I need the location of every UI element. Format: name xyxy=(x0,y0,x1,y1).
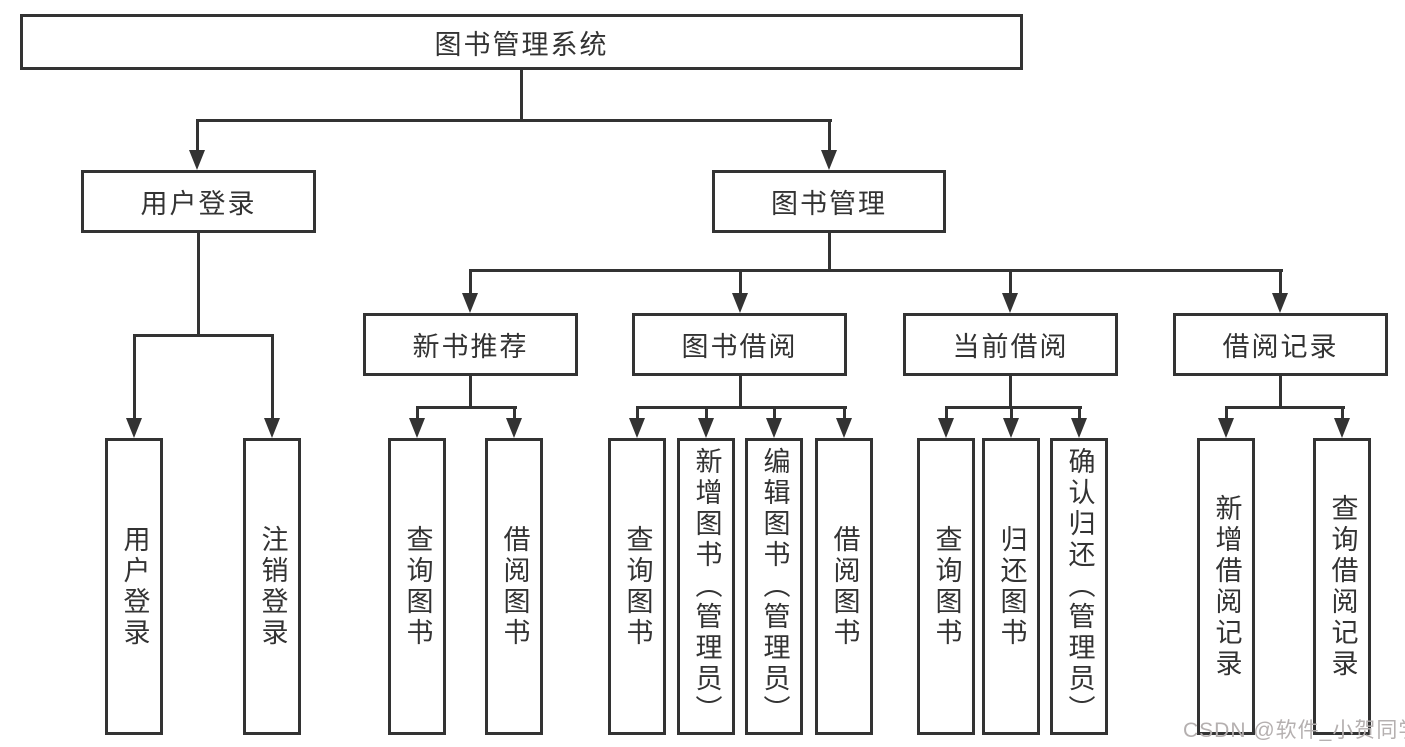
connector-leaf-query-recommend-drop xyxy=(416,406,419,422)
connector-recommend-drop xyxy=(469,269,472,297)
arrowhead-leaf-query-record xyxy=(1334,418,1350,438)
leaf-add-borrow-record: 新增借阅记录 xyxy=(1197,438,1255,735)
node-book-borrow: 图书借阅 xyxy=(632,313,847,376)
leaf-add-borrow-record-label: 新增借阅记录 xyxy=(1211,493,1242,680)
leaf-query-books-borrow: 查询图书 xyxy=(608,438,666,735)
arrowhead-book-mgmt xyxy=(821,150,837,170)
arrowhead-leaf-borrow-books xyxy=(836,418,852,438)
leaf-borrow-books-recommend: 借阅图书 xyxy=(485,438,543,735)
leaf-confirm-return-admin: 确认归还（管理员） xyxy=(1050,438,1108,735)
connector-level2-branch xyxy=(196,119,832,122)
connector-leaf-query-current-drop xyxy=(945,406,948,422)
connector-user-login-drop xyxy=(196,119,199,154)
arrowhead-leaf-borrow-recommend xyxy=(506,418,522,438)
connector-root-stem xyxy=(520,70,523,122)
connector-borrow-branch xyxy=(636,406,847,409)
connector-current-drop xyxy=(1009,269,1012,297)
connector-recommend-stem xyxy=(469,376,472,409)
arrowhead-user-login xyxy=(189,150,205,170)
connector-book-mgmt-drop xyxy=(828,119,831,154)
arrowhead-leaf-logout xyxy=(264,418,280,438)
arrowhead-leaf-user-login xyxy=(126,418,142,438)
leaf-query-borrow-record-label: 查询借阅记录 xyxy=(1327,493,1358,680)
leaf-query-books-recommend: 查询图书 xyxy=(388,438,446,735)
connector-records-stem xyxy=(1279,376,1282,409)
connector-current-stem xyxy=(1009,376,1012,409)
connector-user-login-stem xyxy=(197,233,200,336)
node-borrow-records-label: 借阅记录 xyxy=(1222,332,1339,362)
leaf-logout: 注销登录 xyxy=(243,438,301,735)
node-new-book-recommend: 新书推荐 xyxy=(363,313,578,376)
connector-leaf-confirm-return-drop xyxy=(1078,406,1081,422)
node-root: 图书管理系统 xyxy=(20,14,1023,70)
connector-leaf-add-record-drop xyxy=(1225,406,1228,422)
node-book-management: 图书管理 xyxy=(712,170,946,233)
arrowhead-recommend xyxy=(462,293,478,313)
connector-leaf-return-drop xyxy=(1010,406,1013,422)
node-current-borrow: 当前借阅 xyxy=(903,313,1118,376)
leaf-query-books-borrow-label: 查询图书 xyxy=(622,524,653,649)
leaf-add-books-admin: 新增图书（管理员） xyxy=(677,438,735,735)
connector-leaf-query-borrow-drop xyxy=(636,406,639,422)
leaf-query-books-recommend-label: 查询图书 xyxy=(402,524,433,649)
leaf-user-login: 用户登录 xyxy=(105,438,163,735)
leaf-edit-books-admin-label: 编辑图书（管理员） xyxy=(759,447,790,726)
connector-leaf-query-record-drop xyxy=(1341,406,1344,422)
node-borrow-records: 借阅记录 xyxy=(1173,313,1388,376)
arrowhead-current xyxy=(1002,293,1018,313)
connector-book-mgmt-stem xyxy=(828,233,831,272)
leaf-borrow-books: 借阅图书 xyxy=(815,438,873,735)
node-current-borrow-label: 当前借阅 xyxy=(952,332,1069,362)
connector-leaf-borrow-recommend-drop xyxy=(513,406,516,422)
connector-borrow-stem xyxy=(739,376,742,409)
connector-leaf-borrow-books-drop xyxy=(843,406,846,422)
csdn-watermark: CSDN @软件_小贺同学 xyxy=(1183,719,1405,742)
arrowhead-leaf-query-current xyxy=(938,418,954,438)
node-user-login: 用户登录 xyxy=(81,170,316,233)
arrowhead-leaf-add-record xyxy=(1218,418,1234,438)
node-root-label: 图书管理系统 xyxy=(434,29,609,60)
connector-records-drop xyxy=(1279,269,1282,297)
leaf-edit-books-admin: 编辑图书（管理员） xyxy=(745,438,803,735)
connector-user-login-branch xyxy=(133,334,274,337)
leaf-user-login-label: 用户登录 xyxy=(119,524,150,649)
leaf-logout-label: 注销登录 xyxy=(257,524,288,649)
connector-leaf-logout-drop xyxy=(271,334,274,422)
arrowhead-leaf-query-borrow xyxy=(629,418,645,438)
arrowhead-leaf-confirm-return xyxy=(1071,418,1087,438)
arrowhead-leaf-edit-books xyxy=(766,418,782,438)
connector-records-branch xyxy=(1225,406,1345,409)
node-book-borrow-label: 图书借阅 xyxy=(681,332,798,362)
leaf-return-books-label: 归还图书 xyxy=(996,524,1027,649)
arrowhead-leaf-query-recommend xyxy=(409,418,425,438)
leaf-add-books-admin-label: 新增图书（管理员） xyxy=(691,447,722,726)
node-new-book-recommend-label: 新书推荐 xyxy=(412,332,529,362)
arrowhead-leaf-add-books xyxy=(698,418,714,438)
node-user-login-label: 用户登录 xyxy=(140,189,257,219)
arrowhead-records xyxy=(1272,293,1288,313)
arrowhead-borrow xyxy=(732,293,748,313)
connector-leaf-edit-books-drop xyxy=(773,406,776,422)
leaf-borrow-books-label: 借阅图书 xyxy=(829,524,860,649)
connector-leaf-add-books-drop xyxy=(705,406,708,422)
connector-borrow-drop xyxy=(739,269,742,297)
connector-current-branch xyxy=(945,406,1082,409)
leaf-query-borrow-record: 查询借阅记录 xyxy=(1313,438,1371,735)
connector-leaf-user-login-drop xyxy=(133,334,136,422)
leaf-borrow-books-recommend-label: 借阅图书 xyxy=(499,524,530,649)
node-book-management-label: 图书管理 xyxy=(771,189,887,219)
connector-level3-branch xyxy=(469,269,1283,272)
connector-recommend-branch xyxy=(416,406,517,409)
leaf-return-books: 归还图书 xyxy=(982,438,1040,735)
leaf-confirm-return-admin-label: 确认归还（管理员） xyxy=(1064,447,1095,726)
arrowhead-leaf-return xyxy=(1003,418,1019,438)
leaf-query-books-current: 查询图书 xyxy=(917,438,975,735)
leaf-query-books-current-label: 查询图书 xyxy=(931,524,962,649)
